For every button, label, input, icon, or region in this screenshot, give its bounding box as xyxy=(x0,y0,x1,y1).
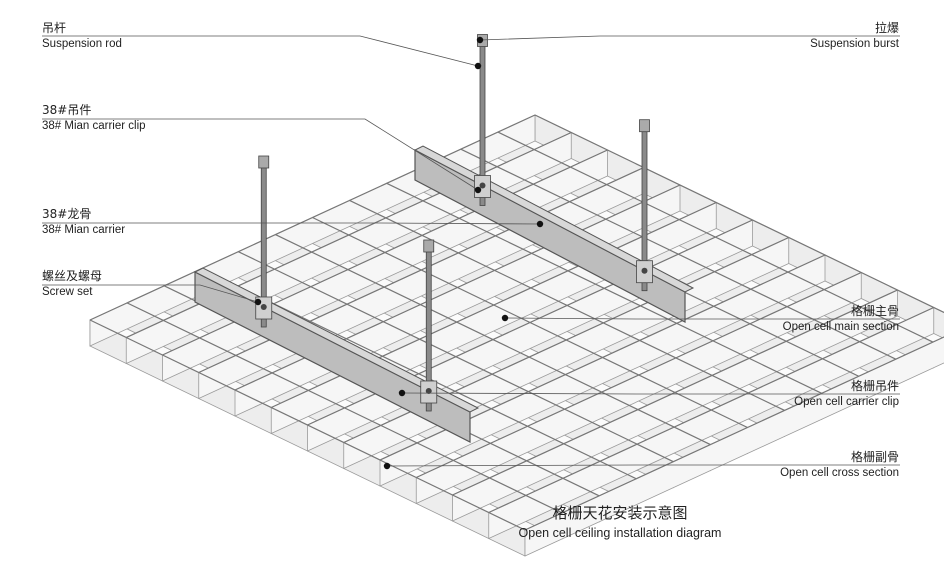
leader-line xyxy=(42,118,479,191)
main-section-edge xyxy=(452,289,898,496)
screw-nut xyxy=(641,267,648,274)
label-carrier-clip: 38#吊件 38# Mian carrier clip xyxy=(42,103,146,132)
label-screw-set: 螺丝及螺母 Screw set xyxy=(42,269,103,298)
main-section-edge xyxy=(524,336,944,531)
screw-nut xyxy=(260,304,267,310)
leader-lines xyxy=(42,35,900,470)
main-section-edge xyxy=(488,306,935,514)
leader-line xyxy=(42,284,259,303)
main-section-edge xyxy=(415,271,862,479)
suspension-burst-anchor xyxy=(639,119,650,133)
leader-dot xyxy=(474,186,482,194)
suspension-burst-anchor xyxy=(258,155,270,169)
leader-dot xyxy=(476,36,484,44)
label-open-cell-main-section: 格栅主骨 Open cell main section xyxy=(782,304,899,333)
leader-line xyxy=(401,392,900,395)
leader-line xyxy=(386,464,900,467)
suspension-burst-anchor xyxy=(423,239,435,253)
screw-nut xyxy=(479,182,486,189)
leader-dot xyxy=(536,220,544,228)
leader-dot xyxy=(398,389,406,397)
leader-dot xyxy=(254,298,262,306)
leader-dot xyxy=(474,62,482,70)
open-cell-grid xyxy=(89,114,944,557)
main-section-edge xyxy=(89,114,536,321)
label-suspension-burst: 拉爆 Suspension burst xyxy=(810,21,899,50)
leader-line xyxy=(42,35,479,67)
leader-line xyxy=(479,35,900,41)
label-suspension-rod: 吊杆 Suspension rod xyxy=(42,21,122,50)
label-open-cell-cross-section: 格栅副骨 Open cell cross section xyxy=(780,450,899,479)
main-carriers xyxy=(193,34,695,443)
leader-dot xyxy=(383,462,391,470)
leader-dot xyxy=(501,314,509,322)
leader-line xyxy=(504,317,900,320)
label-main-carrier: 38#龙骨 38# Mian carrier xyxy=(42,207,126,236)
diagram-caption: 格栅天花安装示意图 Open cell ceiling installation… xyxy=(518,504,722,540)
label-open-cell-carrier-clip: 格栅吊件 Open cell carrier clip xyxy=(794,379,899,408)
screw-nut xyxy=(425,388,432,394)
leader-line xyxy=(42,222,541,225)
